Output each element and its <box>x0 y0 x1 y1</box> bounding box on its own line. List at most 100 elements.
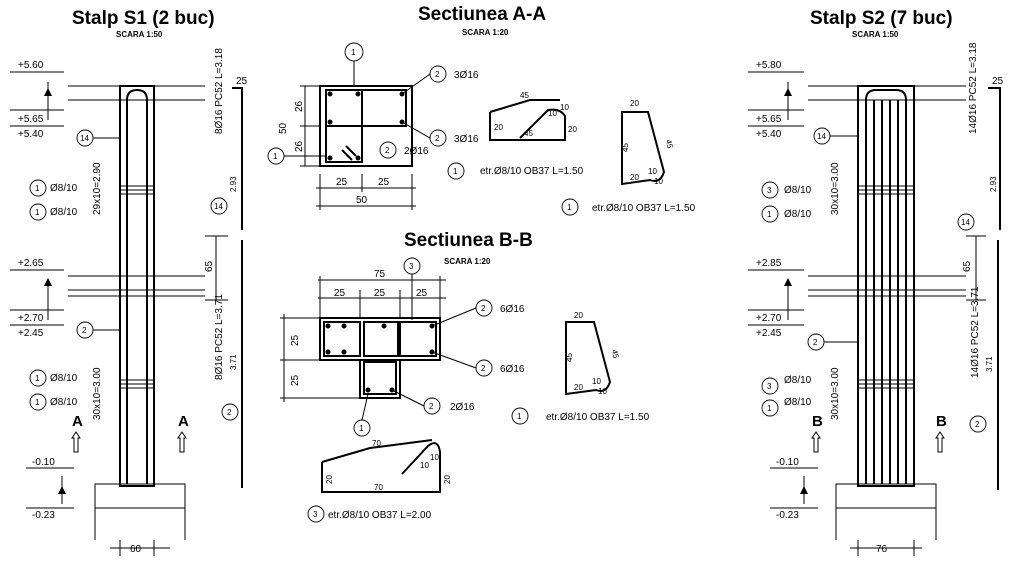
svg-text:2: 2 <box>481 364 486 373</box>
svg-text:20: 20 <box>443 475 452 484</box>
svg-text:75: 75 <box>374 269 386 280</box>
sec-a-stirrup1: etr.Ø8/10 OB37 L=1.50 <box>480 166 584 177</box>
svg-text:1: 1 <box>453 167 458 176</box>
column-s1-elevation: Stalp S1 (2 buc) SCARA 1:50 60 +5.60 +5.… <box>10 8 248 556</box>
sec-b-bars3: 2Ø16 <box>450 402 475 413</box>
svg-text:45: 45 <box>621 143 630 152</box>
svg-text:26: 26 <box>294 100 305 112</box>
svg-text:2: 2 <box>435 134 440 143</box>
s2-bot-len: 3.71 <box>985 356 994 372</box>
sec-a-title: Sectiunea A-A <box>418 4 546 25</box>
s2-level: +5.65 <box>756 114 782 125</box>
svg-text:25: 25 <box>374 288 386 299</box>
svg-text:10: 10 <box>648 167 657 176</box>
svg-text:20: 20 <box>494 123 503 132</box>
s1-cut-left: A <box>72 413 83 430</box>
svg-text:20: 20 <box>325 475 334 484</box>
s1-level: -0.10 <box>32 457 55 468</box>
s2-gap: 65 <box>962 260 973 272</box>
svg-text:45: 45 <box>565 353 574 362</box>
section-b-b: Sectiunea B-B SCARA 1:20 3 75 25 25 25 2… <box>280 230 650 523</box>
sec-b-title: Sectiunea B-B <box>404 230 533 251</box>
s2-stirrup-label: Ø8/10 <box>784 185 812 196</box>
svg-text:2: 2 <box>227 408 232 417</box>
svg-text:26: 26 <box>294 140 305 152</box>
s2-stirrup-label: Ø8/10 <box>784 397 812 408</box>
s1-scale: SCARA 1:50 <box>116 30 163 39</box>
svg-text:20: 20 <box>630 99 639 108</box>
s1-level: -0.23 <box>32 510 55 521</box>
svg-text:1: 1 <box>351 48 356 57</box>
svg-text:25: 25 <box>336 177 348 188</box>
s2-cut-right: B <box>936 413 947 430</box>
svg-text:14: 14 <box>961 218 970 227</box>
s1-level: +5.65 <box>18 114 44 125</box>
s2-stirrup-label: Ø8/10 <box>784 375 812 386</box>
svg-text:1: 1 <box>517 412 522 421</box>
s1-title: Stalp S1 (2 buc) <box>72 8 215 29</box>
s1-level: +2.65 <box>18 258 44 269</box>
sec-a-bars3: 2Ø16 <box>404 146 429 157</box>
svg-text:3: 3 <box>767 186 772 195</box>
svg-text:1: 1 <box>35 398 40 407</box>
s2-hook: 25 <box>992 76 1004 87</box>
s2-level: +5.40 <box>756 129 782 140</box>
s2-level: +2.70 <box>756 313 782 324</box>
sec-b-bars2: 6Ø16 <box>500 364 525 375</box>
svg-text:20: 20 <box>630 173 639 182</box>
sec-b-shape3 <box>321 442 441 493</box>
sec-a-scale: SCARA 1:20 <box>462 28 509 37</box>
svg-text:10: 10 <box>430 453 439 462</box>
svg-text:70: 70 <box>372 439 381 448</box>
s2-top-len: 2.93 <box>989 176 998 192</box>
s1-stirrup-label: Ø8/10 <box>50 373 78 384</box>
svg-text:2: 2 <box>813 338 818 347</box>
svg-text:1: 1 <box>273 152 278 161</box>
s2-level: +5.80 <box>756 60 782 71</box>
svg-text:2: 2 <box>481 304 486 313</box>
svg-text:10: 10 <box>654 177 663 186</box>
svg-text:1: 1 <box>767 210 772 219</box>
s2-stirrups-top: 30x10=3.00 <box>830 162 841 215</box>
svg-text:10: 10 <box>560 103 569 112</box>
s1-stirrup-label: Ø8/10 <box>50 183 78 194</box>
svg-text:25: 25 <box>378 177 390 188</box>
sec-b-stirrup3: etr.Ø8/10 OB37 L=2.00 <box>328 510 432 521</box>
s1-level: +5.40 <box>18 129 44 140</box>
sec-a-stirrup2: etr.Ø8/10 OB37 L=1.50 <box>592 203 696 214</box>
svg-text:1: 1 <box>35 208 40 217</box>
svg-text:20: 20 <box>568 125 577 134</box>
svg-text:14: 14 <box>817 132 826 141</box>
svg-text:45: 45 <box>610 349 621 360</box>
sec-b-shape1 <box>565 321 612 396</box>
s2-level: -0.10 <box>776 457 799 468</box>
svg-text:1: 1 <box>35 374 40 383</box>
sec-b-stirrup1: etr.Ø8/10 OB37 L=1.50 <box>546 412 650 423</box>
svg-text:25: 25 <box>416 288 428 299</box>
s1-cut-right: A <box>178 413 189 430</box>
svg-text:1: 1 <box>567 203 572 212</box>
svg-text:2: 2 <box>435 70 440 79</box>
s1-column-outline <box>119 85 155 487</box>
s1-footing <box>94 483 186 509</box>
column-s2-elevation: Stalp S2 (7 buc) SCARA 1:50 76 +5.80 +5.… <box>748 8 1004 556</box>
svg-text:20: 20 <box>574 383 583 392</box>
s2-level: -0.23 <box>776 510 799 521</box>
svg-text:3: 3 <box>313 510 318 519</box>
svg-text:20: 20 <box>574 311 583 320</box>
svg-text:10: 10 <box>548 109 557 118</box>
svg-text:50: 50 <box>278 122 289 134</box>
svg-text:25: 25 <box>290 334 301 346</box>
s1-bot-len: 3.71 <box>229 354 238 370</box>
svg-text:2: 2 <box>385 146 390 155</box>
s1-bar-top: 8Ø16 PC52 L=3.18 <box>214 48 225 134</box>
s2-level: +2.45 <box>756 328 782 339</box>
svg-text:14: 14 <box>80 134 89 143</box>
s2-scale: SCARA 1:50 <box>852 30 899 39</box>
s2-title: Stalp S2 (7 buc) <box>810 8 953 29</box>
s2-stirrup-label: Ø8/10 <box>784 209 812 220</box>
svg-text:10: 10 <box>420 461 429 470</box>
svg-text:2: 2 <box>429 402 434 411</box>
sec-a-shape1 <box>489 108 566 141</box>
